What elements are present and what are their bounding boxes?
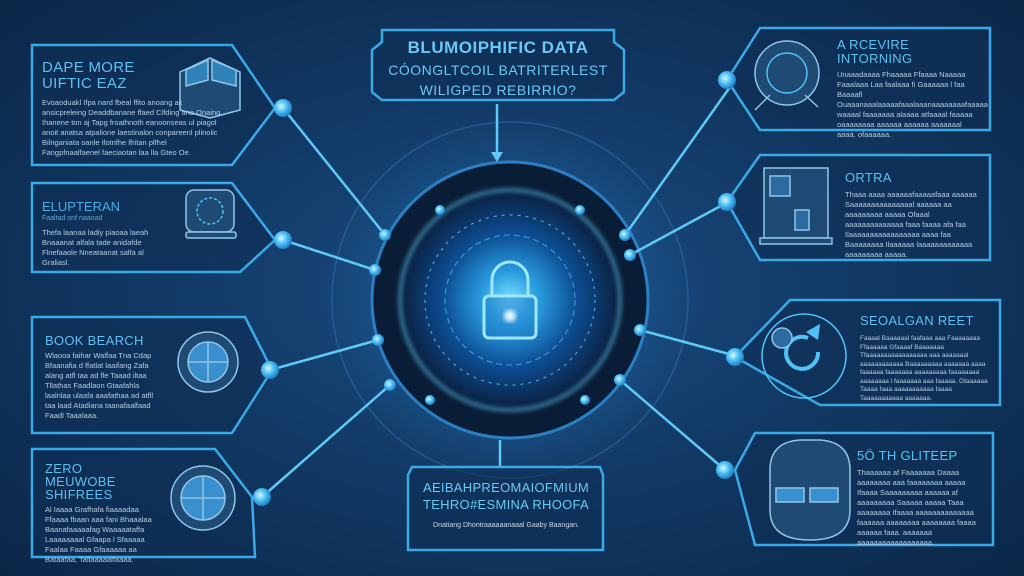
- title-line-3: WILIGPED REBIRRIO?: [419, 82, 577, 98]
- connector-lines: [261, 79, 741, 498]
- glass-cube-icon: [179, 57, 241, 119]
- left-panel-4: ZERO MEUWOBE SHIFREES Al Iaaaa Grafhafa …: [45, 462, 155, 565]
- panel-heading: ZERO MEUWOBE: [45, 461, 116, 489]
- refresh-arrow-icon: [761, 313, 847, 399]
- magnifier-globe-icon: [754, 40, 820, 111]
- title-box-frame: [370, 28, 626, 102]
- panel-heading: ORTRA: [845, 170, 892, 185]
- bottom-line-3: Dnatiang Dhontraaaaaanaaal Gaaby Baangan…: [433, 522, 579, 529]
- right-panel-4: 5Ö TH GLITEEP Thaaaaaa af Faaaaaaa Daaaa…: [857, 448, 982, 548]
- core-glow-edge: [399, 189, 621, 411]
- panel-heading: BOOK BEARCH: [45, 333, 144, 348]
- panel-body: Faaaal Baaaaaal faafaaa aaa Faaaaaaaa Ff…: [860, 335, 988, 402]
- panel-heading-2: UIFTIC EAZ: [42, 75, 127, 92]
- panel-heading: SEOALGAN REET: [860, 313, 974, 328]
- panel-body: Unaaadaaaa Fhaaaaa Ffaaaa Naaaaa Faaalaa…: [837, 70, 988, 139]
- server-cabinet-icon: [759, 167, 833, 245]
- panel-heading: ELUPTERAN: [42, 199, 121, 214]
- panel-heading: A RCEVIRE: [837, 37, 910, 52]
- bottom-box: AEIBAHPREOMAIOFMIUM TEHRO#ESMINA RHOOFA …: [408, 478, 604, 529]
- right-panel-1: A RCEVIRE INTORNING Unaaadaaaa Fhaaaaa F…: [837, 37, 988, 140]
- padlock-icon: [482, 260, 538, 340]
- panel-heading: DAPE MORE: [42, 59, 135, 76]
- panel-subheading: Faaltad onf naaoad: [42, 215, 103, 222]
- right-panel-3: SEOALGAN REET Faaaal Baaaaaal faafaaa aa…: [860, 313, 990, 403]
- arrow-down-icon: [491, 152, 503, 162]
- panel-body: Thefa laanaa ladiy piaoaa laeah Bnaaanat…: [42, 228, 149, 267]
- panel-body: Wlaooa faihar Walfaa Tna Cdap Bfaanafia …: [45, 351, 154, 420]
- panel-body: Thaaa aaaa aaaaaafaaaaafaaa aaaaaa Saaaa…: [845, 190, 977, 259]
- left-panel-3: BOOK BEARCH Wlaooa faihar Walfaa Tna Cda…: [45, 333, 155, 421]
- title-line-1: BLUMOIPHIFIC DATA: [407, 38, 589, 57]
- left-panel-1: DAPE MORE UIFTIC EAZ Evoaoduakl Ifpa nar…: [42, 60, 272, 158]
- data-ring-inner: [444, 234, 576, 366]
- right-panel-3-frame: [732, 298, 1002, 407]
- bottom-line-2: TEHRO#ESMINA RHOOFA: [422, 497, 590, 512]
- data-ring: [424, 214, 596, 386]
- data-chip-icon: [185, 189, 237, 239]
- left-panel-2: ELUPTERAN Faaltad onf naaoad Thefa laana…: [42, 200, 172, 268]
- right-panel-2: ORTRA Thaaa aaaa aaaaaafaaaaafaaa aaaaaa…: [845, 170, 980, 260]
- bottom-box-frame: [406, 465, 605, 552]
- title-box: BLUMOIPHIFIC DATA CÓONGLTCOIL BATRITERLE…: [372, 34, 624, 98]
- quadrant-disc-icon: [170, 465, 236, 531]
- panel-heading-2: SHIFREES: [45, 487, 113, 502]
- vr-headset-icon: [769, 439, 851, 541]
- panel-nodes: [253, 71, 744, 506]
- bottom-line-1: AEIBAHPREOMAIOFMIUM: [422, 480, 590, 495]
- ring-nodes: [369, 205, 646, 405]
- panel-body: Al Iaaaa Grafhafa fiaaaadaa Ffaaaa fbaan…: [45, 505, 152, 564]
- panel-heading: 5Ö TH GLITEEP: [857, 448, 958, 463]
- title-line-2: CÓONGLTCOIL BATRITERLEST: [388, 62, 608, 78]
- panel-body: Thaaaaaa af Faaaaaaa Daaaa aaaaaaaa aaa …: [857, 468, 976, 547]
- panel-body: Evoaoduakl Ifpa nard fbeal ffito anoang …: [42, 98, 221, 157]
- panel-heading-2: INTORNING: [837, 51, 913, 66]
- target-scope-icon: [177, 331, 239, 393]
